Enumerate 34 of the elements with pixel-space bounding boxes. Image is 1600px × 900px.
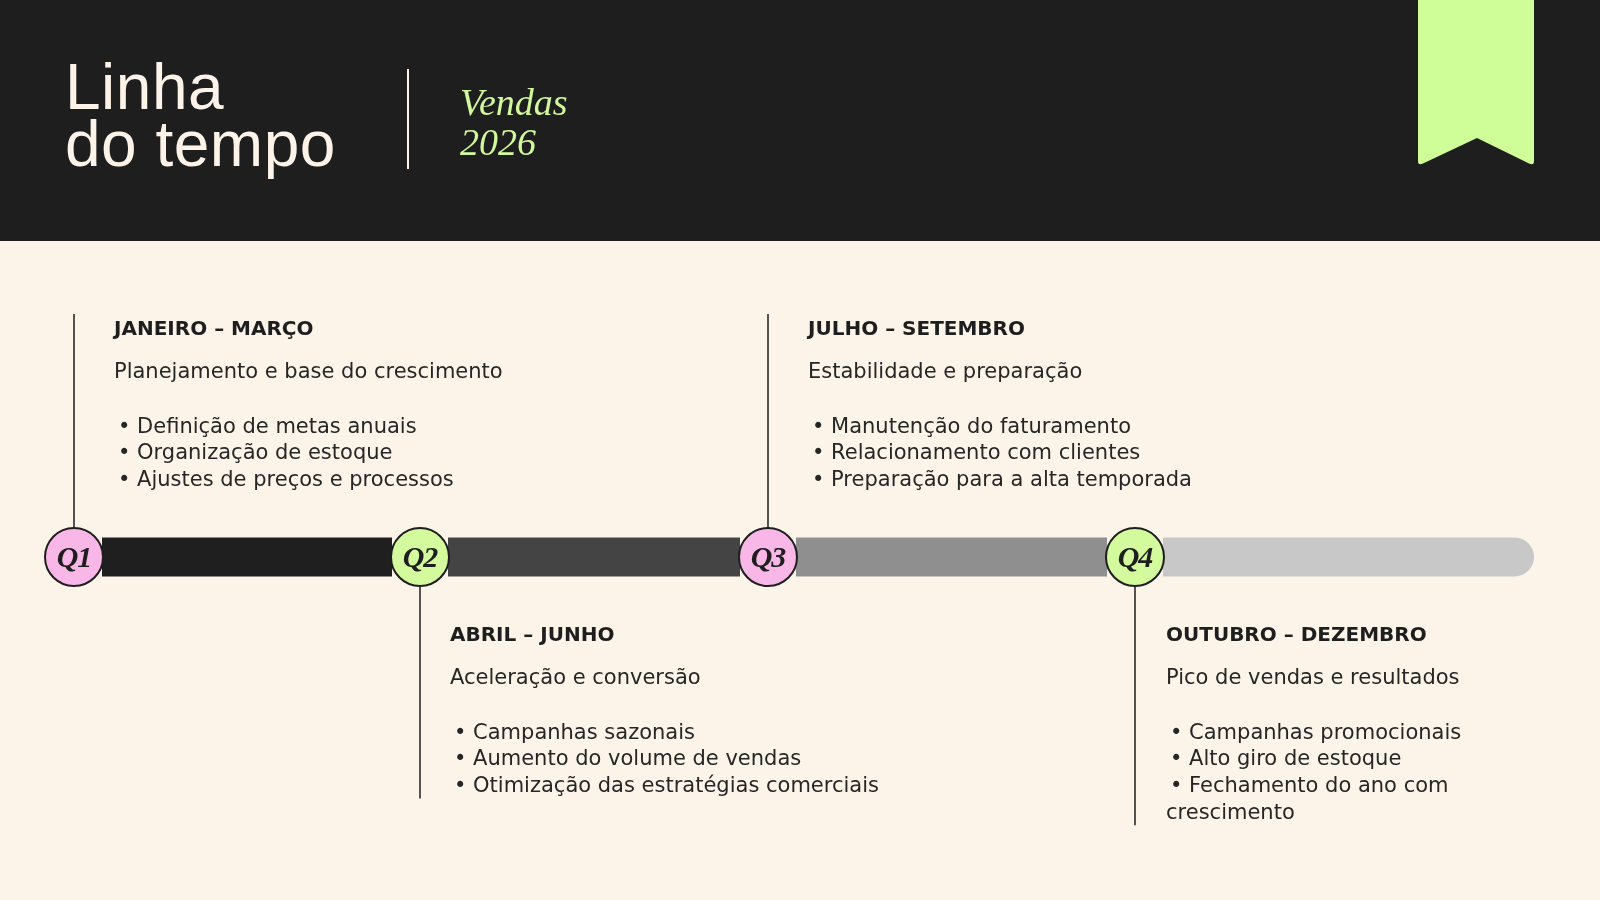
bullet-item: • Aumento do volume de vendas <box>453 745 803 772</box>
milestone-circle: Q1 <box>44 527 104 587</box>
timeline-bar-segment <box>102 537 392 577</box>
milestone-circle: Q4 <box>1105 527 1165 587</box>
subtitle: Vendas 2026 <box>460 82 569 162</box>
period-description: Pico de vendas e resultados <box>1166 664 1461 690</box>
timeline-bar-segment <box>448 537 740 577</box>
connector-line <box>73 313 75 528</box>
bullet-item: • Relacionamento com clientes <box>811 439 1142 466</box>
connector-line <box>767 313 769 528</box>
timeline-title: Linha do tempo <box>65 55 336 182</box>
connector-line <box>1134 586 1136 827</box>
bullet-item: • Fechamento do ano com crescimento <box>1166 771 1450 826</box>
period-description: Planejamento e base do crescimento <box>114 358 504 384</box>
bullet-item: • Otimização das estratégias comerciais <box>453 771 880 799</box>
period-description: Aceleração e conversão <box>450 664 702 690</box>
milestone-circle: Q2 <box>390 527 450 587</box>
period-description: Estabilidade e preparação <box>808 358 1084 384</box>
connector-line <box>419 586 421 800</box>
timeline-bar-segment <box>796 537 1107 577</box>
period-heading: ABRIL – JUNHO <box>450 622 616 646</box>
period-heading: OUTUBRO – DEZEMBRO <box>1166 622 1428 646</box>
timeline-bar-segment <box>1163 537 1534 577</box>
bullet-item: • Definição de metas anuais <box>117 412 418 440</box>
bullet-item: • Organização de estoque <box>117 439 394 466</box>
milestone-circle: Q3 <box>738 527 798 587</box>
bullet-item: • Campanhas promocionais <box>1169 718 1463 746</box>
bullet-item: • Ajustes de preços e processos <box>117 465 455 493</box>
period-heading: JULHO – SETEMBRO <box>808 316 1026 340</box>
period-heading: JANEIRO – MARÇO <box>114 316 315 340</box>
bullet-item: • Campanhas sazonais <box>453 718 696 746</box>
bullet-item: • Manutenção do faturamento <box>811 412 1132 440</box>
bullet-item: • Preparação para a alta temporada <box>811 465 1193 493</box>
bullet-item: • Alto giro de estoque <box>1169 745 1403 772</box>
